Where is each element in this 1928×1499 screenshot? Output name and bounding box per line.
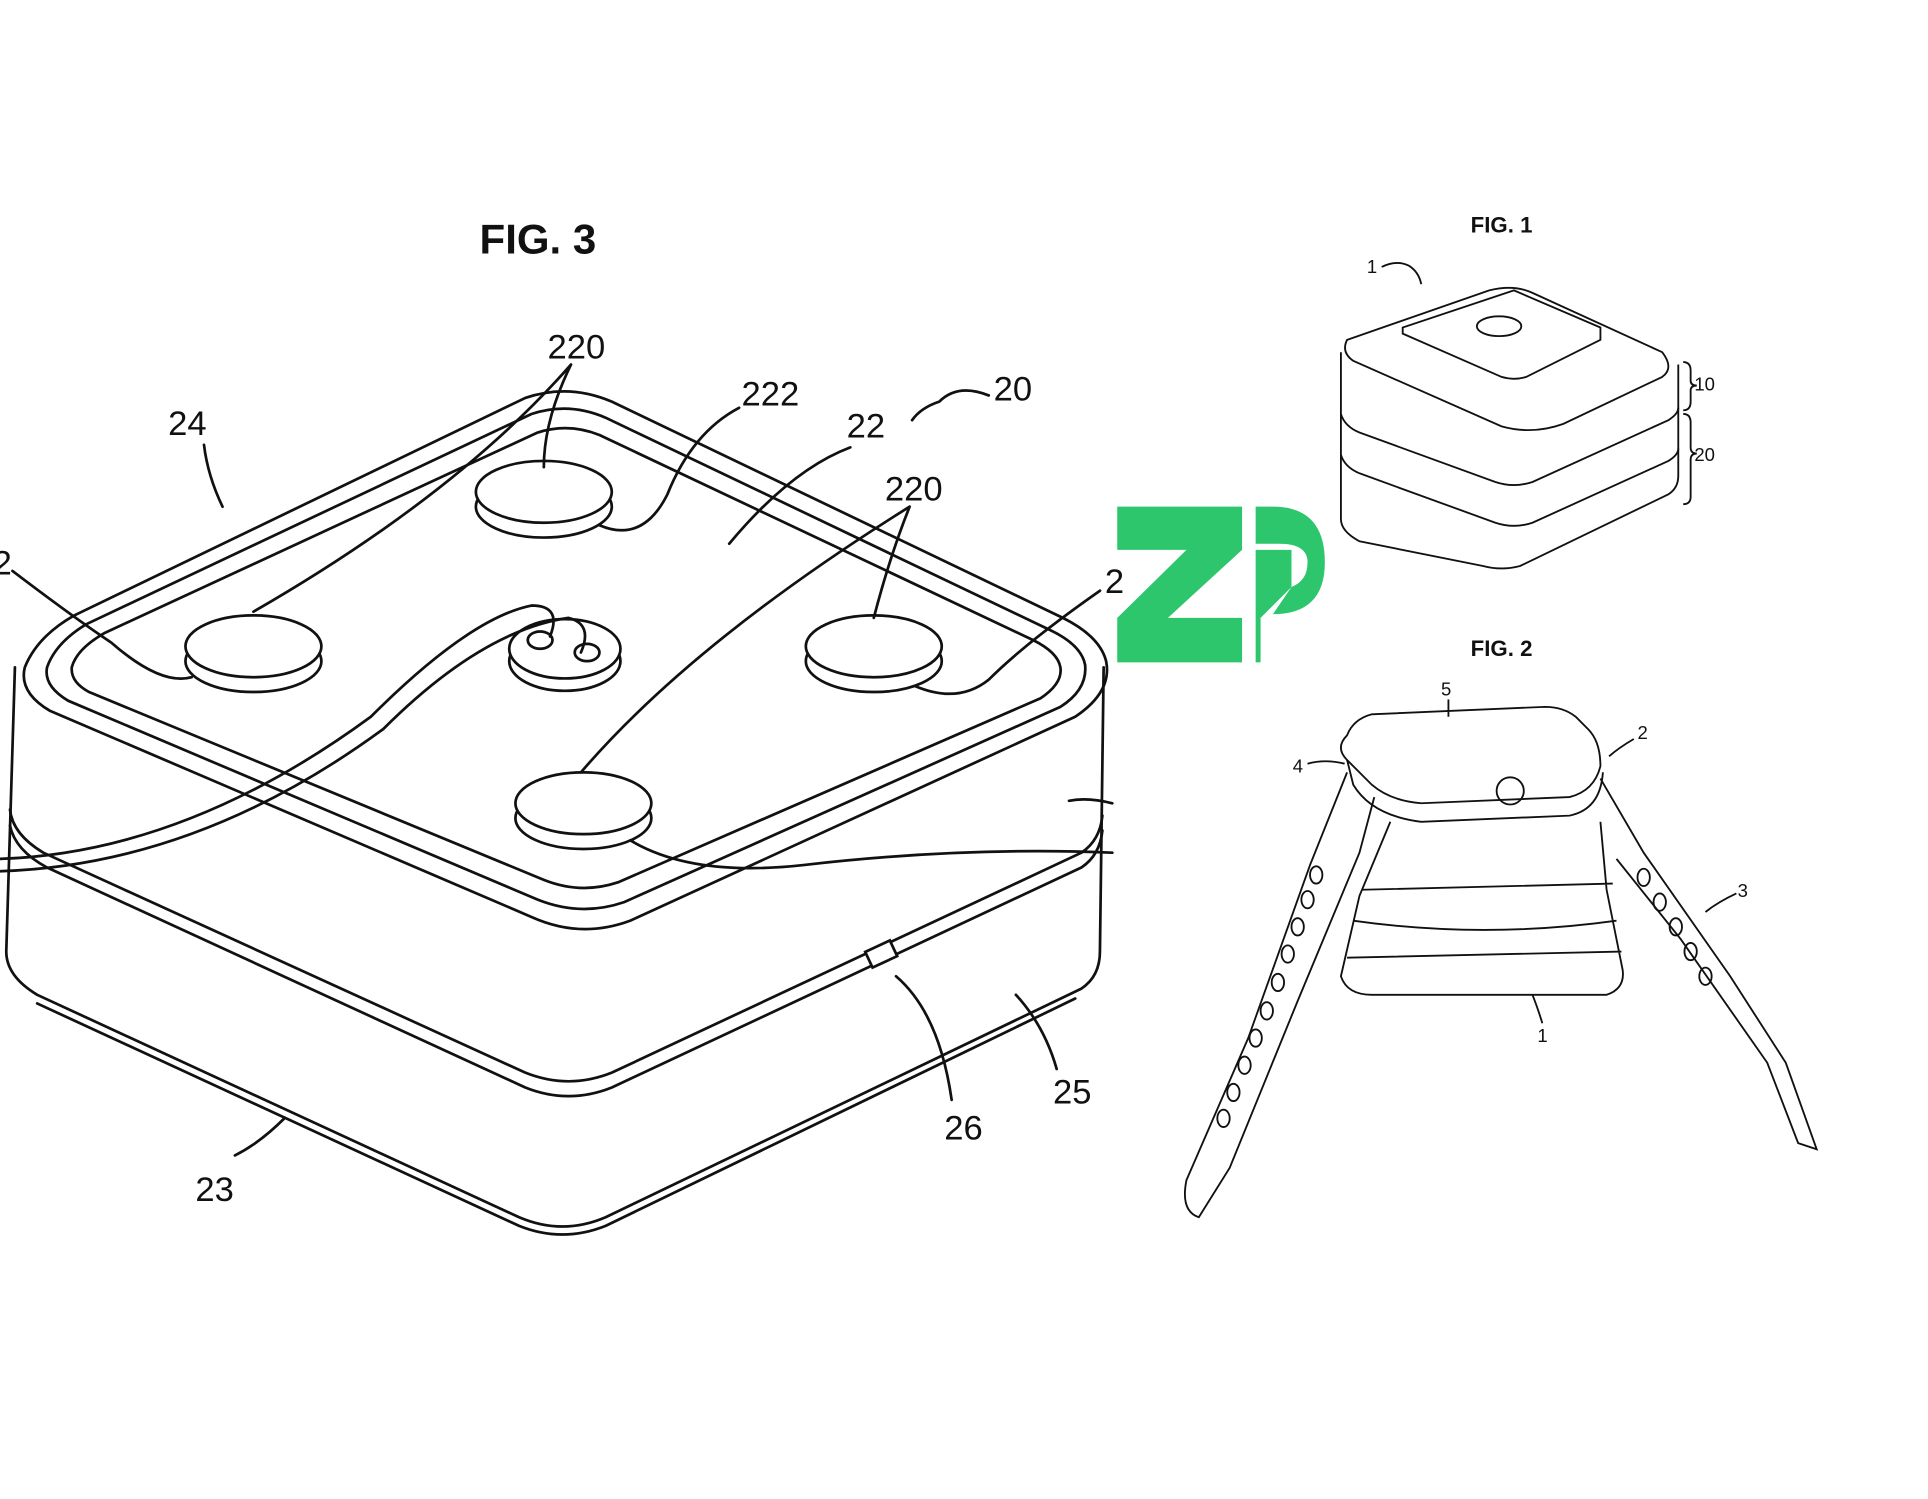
fig1-body: [1341, 352, 1678, 568]
fig1: FIG. 1 1 10 20: [1341, 212, 1715, 568]
label-1-fig2: 1: [1537, 1025, 1547, 1046]
fig1-top: [1345, 288, 1668, 430]
label-220-b: 220: [885, 470, 943, 508]
fig2-watch-bezel: [1347, 760, 1603, 822]
zp-logo: [1117, 507, 1325, 663]
fig2-strap-holes: [1217, 866, 1711, 1127]
fig3-title: FIG. 3: [480, 215, 597, 262]
label-2: 2: [1637, 722, 1647, 743]
leader-right-arrow: [1069, 799, 1112, 803]
label-20: 20: [994, 370, 1032, 408]
leader-20: [912, 391, 989, 421]
fig3-button-top: [476, 461, 612, 538]
leader-22: [729, 447, 850, 543]
label-23: 23: [195, 1171, 233, 1209]
fig3-side-left: [6, 667, 1103, 1226]
label-1: 1: [1367, 256, 1377, 277]
fig1-title: FIG. 1: [1471, 212, 1533, 237]
fig3-button-right: [806, 615, 942, 692]
label-26: 26: [944, 1109, 982, 1147]
label-22: 22: [847, 407, 885, 445]
fig2-strap-right: [1600, 779, 1816, 1150]
fig1-raised-panel: [1403, 290, 1601, 378]
fig3-button-bottom: [515, 772, 651, 849]
label-right-partial: 2: [1105, 563, 1124, 601]
fig1-leader-1: [1382, 263, 1422, 284]
fig3-button-left: [185, 615, 321, 692]
leader-25: [1016, 995, 1057, 1069]
fig3-seam-2: [10, 826, 1102, 1097]
fig2: FIG. 2 5 2 4 3 1: [1185, 636, 1817, 1217]
fig2-leader-3: [1705, 893, 1736, 912]
fig3: FIG. 3 220 222 20 22 24: [0, 215, 1124, 1234]
label-220-a: 220: [548, 328, 606, 366]
label-222: 222: [742, 375, 800, 413]
fig1-slot: [1477, 316, 1521, 336]
leader-23: [235, 1118, 284, 1155]
label-10: 10: [1694, 374, 1715, 395]
label-3: 3: [1738, 880, 1748, 901]
fig2-base-stack: [1341, 822, 1623, 995]
fig3-port: [865, 940, 897, 967]
fig2-leader-4: [1308, 761, 1345, 763]
fig2-strap-left: [1185, 772, 1374, 1217]
fig3-bottom-edge: [37, 999, 1075, 1235]
label-24: 24: [168, 405, 206, 443]
label-5: 5: [1441, 679, 1451, 700]
fig2-title: FIG. 2: [1471, 636, 1533, 661]
fig2-watch-case: [1341, 707, 1601, 803]
fig1-seam-1: [1341, 408, 1678, 485]
label-25: 25: [1053, 1074, 1091, 1112]
label-left-partial: 2: [0, 545, 12, 583]
fig2-leader-1: [1532, 995, 1542, 1023]
fig2-leader-2: [1609, 739, 1634, 756]
leader-24: [204, 445, 223, 507]
label-4: 4: [1293, 755, 1303, 776]
label-20-fig1: 20: [1694, 444, 1715, 465]
